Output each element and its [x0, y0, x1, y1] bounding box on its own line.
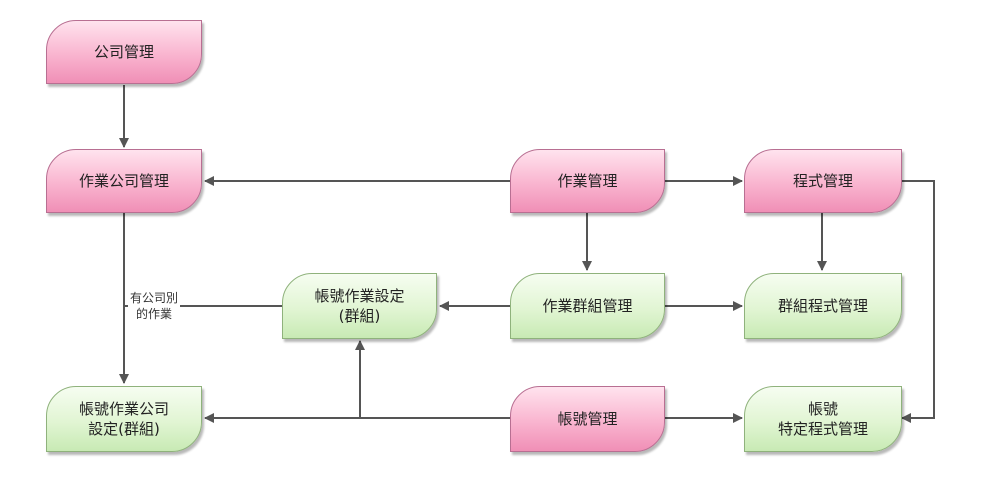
node-company-mgmt[interactable]: 公司管理: [46, 20, 202, 84]
node-label: 作業管理: [557, 172, 618, 190]
edge-program-to-account-program: [901, 180, 935, 423]
node-label: 公司管理: [93, 43, 154, 61]
node-label: 作業群組管理: [542, 297, 633, 315]
node-group-program-mgmt[interactable]: 群組程式管理: [744, 273, 902, 339]
node-label: 帳號作業公司 設定(群組): [78, 400, 169, 438]
node-label: 帳號作業設定 (群組): [314, 287, 405, 325]
node-account-work-setting-group[interactable]: 帳號作業設定 (群組): [282, 273, 437, 339]
node-label: 帳號 特定程式管理: [777, 400, 868, 438]
node-label: 帳號管理: [557, 410, 618, 428]
node-work-mgmt[interactable]: 作業管理: [510, 149, 665, 213]
edge-label-company-work: 有公司別 的作業: [128, 290, 181, 322]
node-label: 作業公司管理: [78, 172, 169, 190]
node-account-specific-program-mgmt[interactable]: 帳號 特定程式管理: [744, 386, 902, 452]
node-work-company-mgmt[interactable]: 作業公司管理: [46, 149, 202, 213]
node-program-mgmt[interactable]: 程式管理: [744, 149, 902, 213]
node-label: 程式管理: [792, 172, 853, 190]
node-work-group-mgmt[interactable]: 作業群組管理: [510, 273, 665, 339]
node-account-mgmt[interactable]: 帳號管理: [510, 386, 665, 452]
node-label: 群組程式管理: [777, 297, 868, 315]
node-account-work-company-setting-group[interactable]: 帳號作業公司 設定(群組): [46, 386, 202, 452]
